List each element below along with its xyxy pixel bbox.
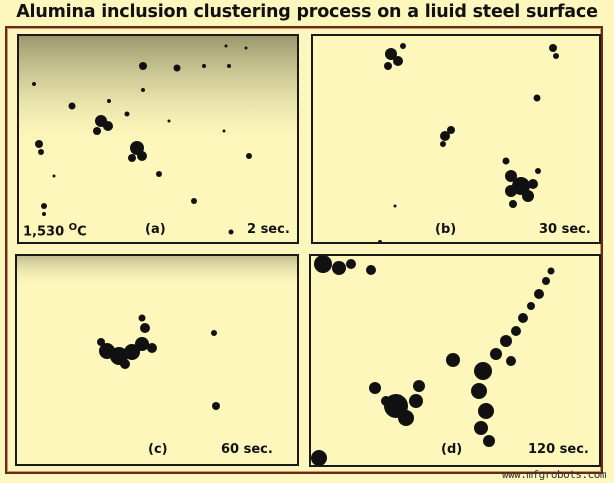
panel-c: (c) 60 sec. [15,254,299,466]
panel-a: 1,530 OC (a) 2 sec. [17,34,299,244]
micrograph-d-image [311,256,555,465]
panel-a-label: (a) [145,222,166,237]
panel-d: (d) 120 sec. [309,254,601,467]
figure-title: Alumina inclusion clustering process on … [16,2,598,22]
watermark: www.mfgrobots.com [501,468,607,481]
panel-b-label: (b) [435,222,457,237]
panel-d-label: (d) [441,442,463,457]
panel-c-time: 60 sec. [221,442,273,457]
panel-b-time: 30 sec. [539,222,591,237]
micrograph-b-image [378,43,559,242]
panel-c-label: (c) [148,442,168,457]
micrograph-a-image [19,36,297,242]
micrograph-c-image [17,256,297,464]
panel-d-time: 120 sec. [528,442,589,457]
temperature-label: 1,530 OC [23,222,87,240]
panel-a-time: 2 sec. [247,222,290,237]
panel-b: (b) 30 sec. [311,34,601,244]
figure-frame [5,26,603,474]
